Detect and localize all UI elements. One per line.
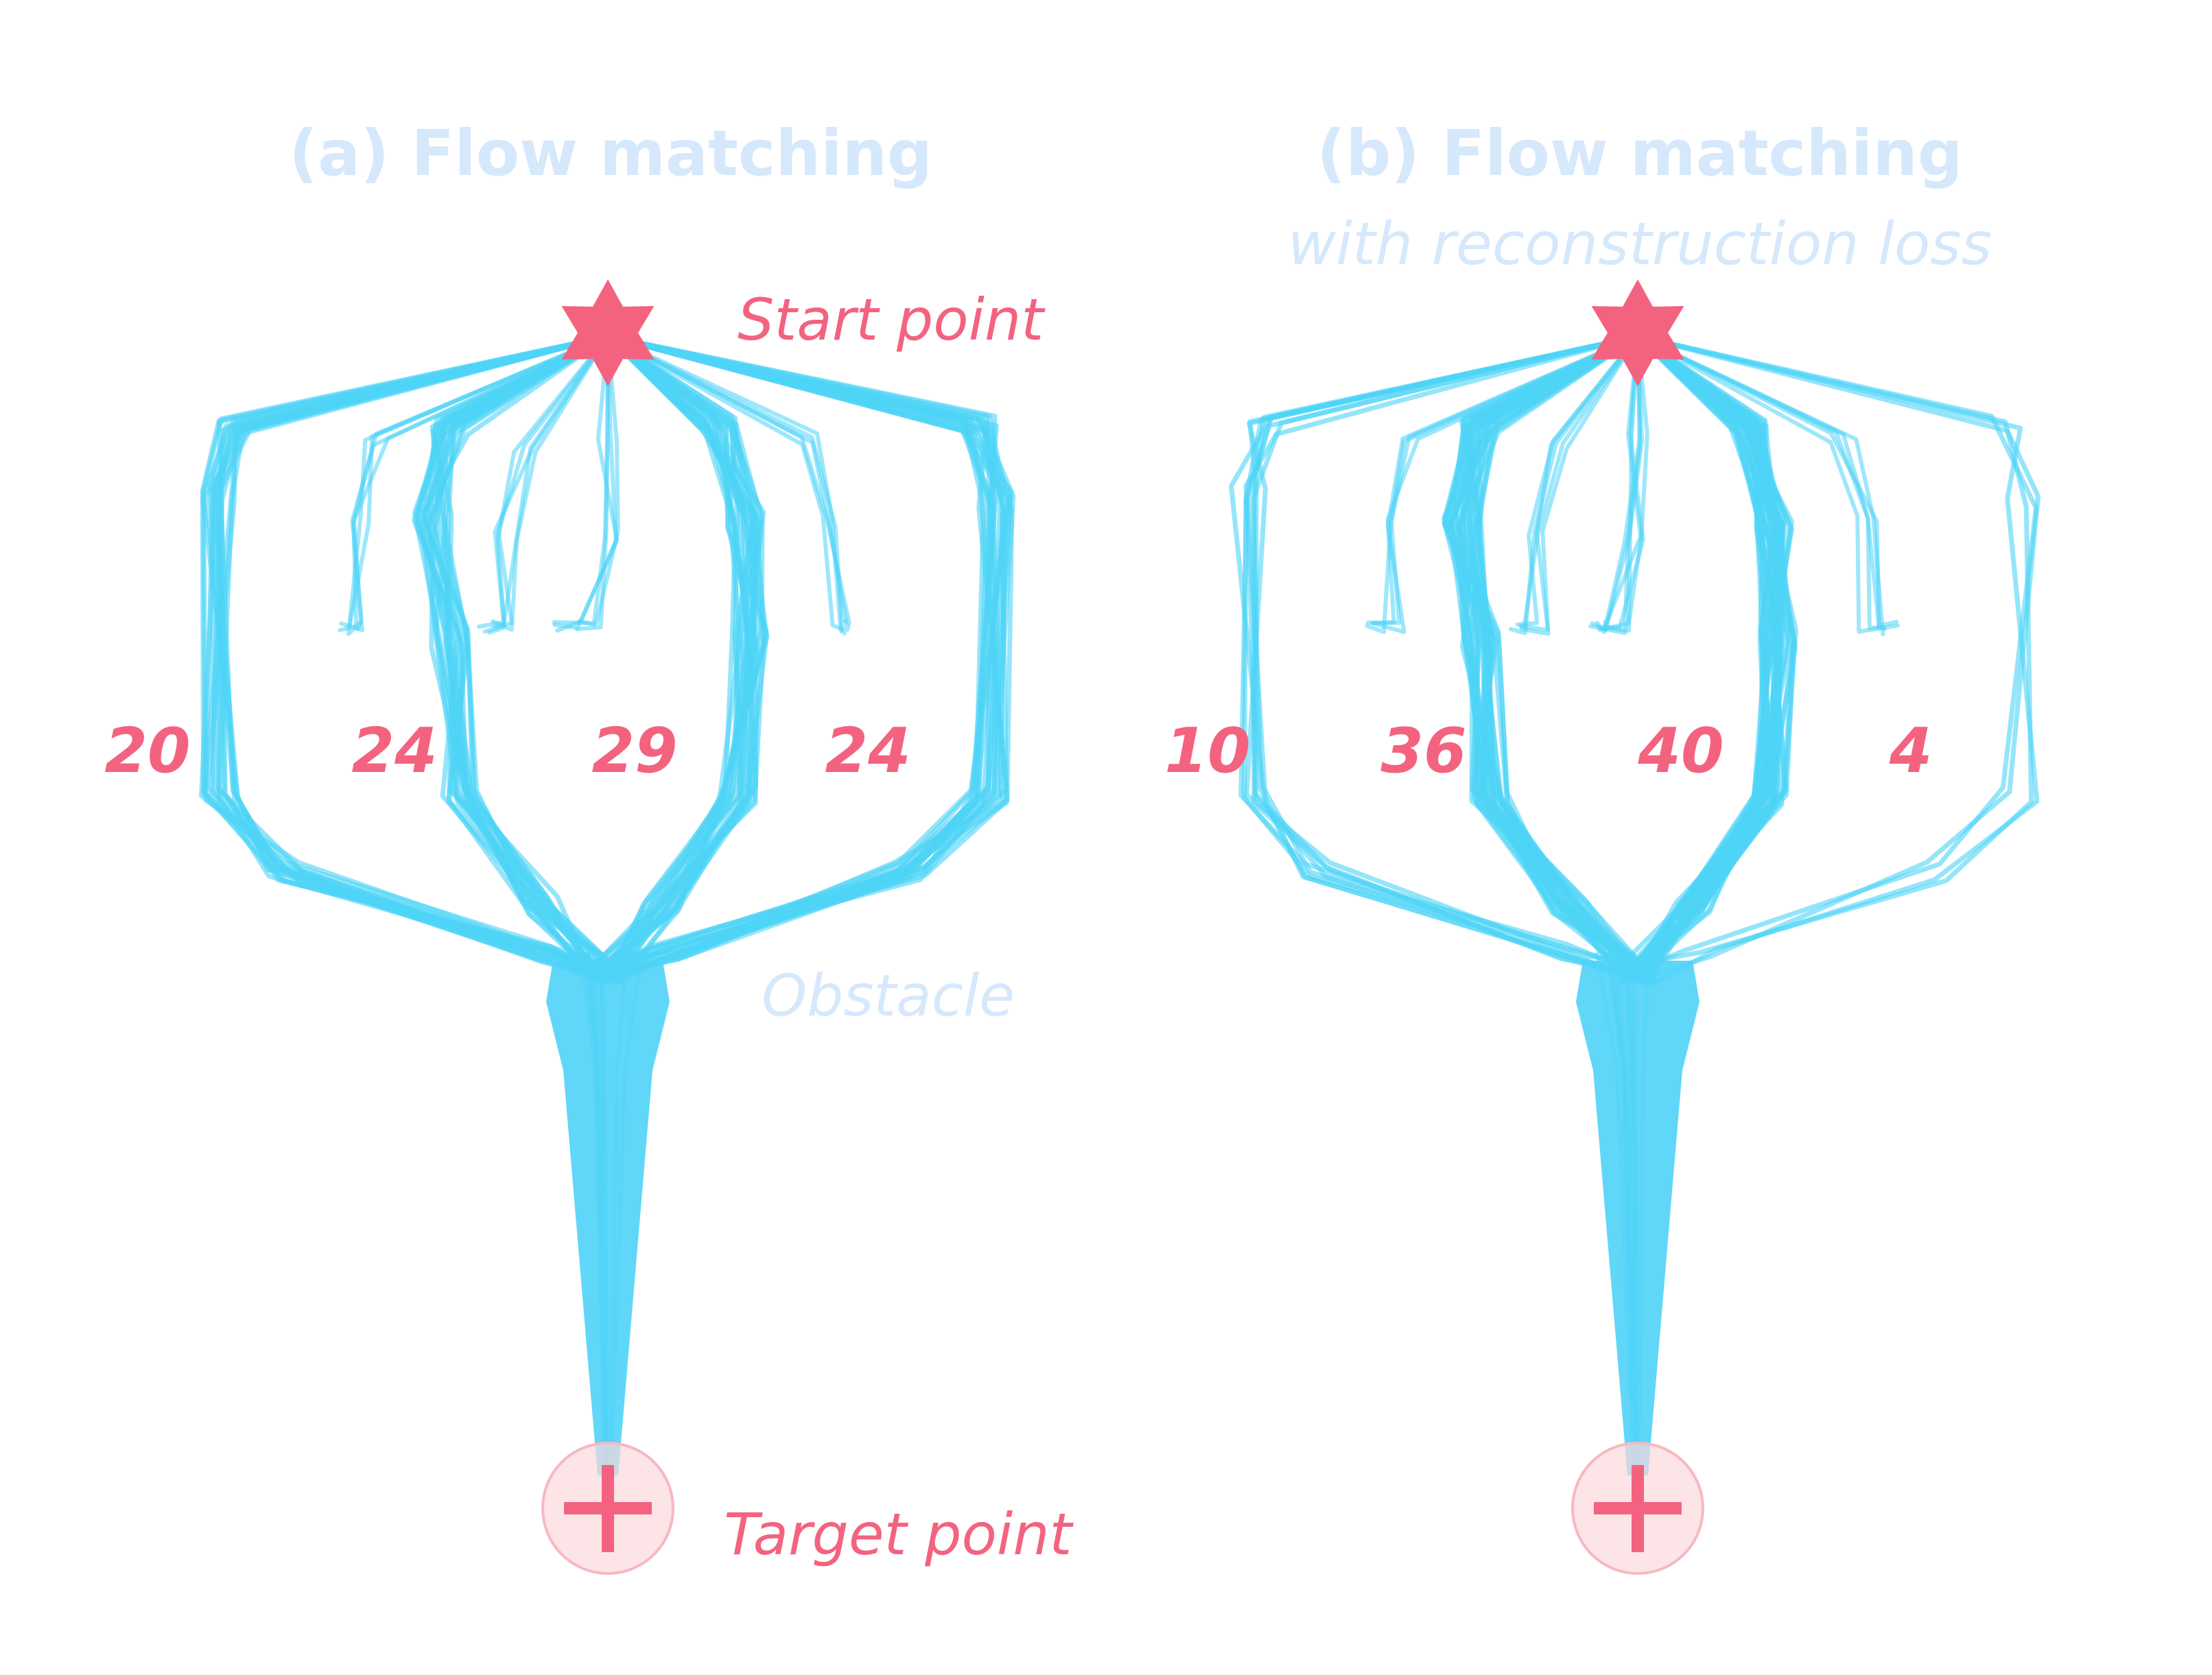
panel-a-funnel	[546, 961, 670, 1475]
panel-b-stub-1-3	[1519, 334, 1640, 629]
panel-a-start-label: Start point	[738, 286, 1046, 353]
panel-b-subtitle: with reconstruction loss	[1288, 210, 1992, 279]
panel-b-route-3-1	[1634, 333, 2041, 983]
panel-b-stub-1-0	[1518, 334, 1640, 632]
panel-a-route-0-0	[216, 333, 622, 985]
panel-a-route-0-8	[209, 333, 622, 981]
panel-b-route-3-3	[1635, 333, 2040, 986]
star-icon	[1591, 279, 1684, 386]
panel-a-route-2-24	[605, 333, 762, 983]
panel-b-count-2: 36	[1380, 715, 1466, 787]
panel-b-stub-2-5	[1602, 334, 1645, 630]
panel-a-obstacle-label: Obstacle	[762, 962, 1015, 1029]
panel-a-stub-1-4	[491, 334, 610, 632]
panel-b-title: (b) Flow matching	[1317, 117, 1962, 190]
panel-b-count-1: 10	[1164, 715, 1250, 787]
panel-a-route-0-17	[201, 333, 611, 977]
panel-a-stub-3-4	[606, 334, 847, 635]
panel-a-route-2-23	[591, 333, 769, 972]
panel-a-funnel-line-8	[591, 952, 609, 1477]
panel-a: (a) Flow matching Start point Target poi…	[104, 117, 1074, 1575]
panel-b-funnel-line-9	[1595, 952, 1636, 1477]
panel-b-stub-2-6	[1595, 334, 1642, 635]
panel-a-stub-0-1	[338, 334, 610, 633]
panel-a-title: (a) Flow matching	[289, 117, 932, 190]
panel-b-route-3-0	[1623, 333, 2034, 969]
panel-a-route-1-21	[419, 333, 613, 980]
panel-a-count-3: 29	[591, 715, 677, 787]
panel-a-stub-3-2	[606, 334, 851, 632]
panel-a-stub-2-1	[574, 334, 610, 631]
panel-a-stub-2-4	[552, 334, 620, 630]
plus-icon	[1594, 1465, 1682, 1552]
panel-a-route-2-20	[600, 333, 757, 970]
panel-a-route-0-15	[217, 333, 617, 981]
star-icon	[561, 279, 655, 386]
panel-b-stub-3-4	[1636, 334, 1885, 637]
panel-a-count-1: 20	[104, 715, 190, 787]
panel-b-route-0-8	[1244, 333, 1647, 985]
panel-b-stub-0-2	[1370, 334, 1640, 626]
panel-a-target-label: Target point	[724, 1501, 1074, 1568]
panel-b-route-2-33	[1619, 333, 1785, 983]
panel-a-stub-0-4	[351, 334, 610, 628]
panel-b-stub-0-1	[1371, 334, 1640, 635]
panel-b-funnel-line-4	[1636, 952, 1651, 1477]
panel-a-stub-0-3	[339, 334, 610, 633]
panel-a-count-4: 24	[825, 715, 910, 787]
panel-b-route-1-31	[1460, 333, 1640, 985]
panel-a-route-3-21	[600, 333, 998, 977]
panel-a-route-3-16	[605, 333, 1009, 969]
panel-b-route-3-2	[1634, 333, 2039, 972]
panel-b-stub-3-2	[1636, 334, 1900, 634]
panel-b-route-2-35	[1635, 333, 1768, 972]
panel-b-trajectories	[1229, 333, 2041, 1477]
panel-b-route-1-29	[1467, 333, 1658, 983]
panel-b-funnel-line-6	[1627, 952, 1639, 1477]
panel-a-trajectories	[199, 333, 1016, 1477]
panel-b-funnel-line-8	[1606, 952, 1637, 1477]
panel-b-count-3: 40	[1637, 715, 1723, 787]
panel-a-route-3-20	[605, 333, 1005, 975]
panel-a-funnel-line-3	[609, 952, 644, 1477]
panel-a-stub-2-3	[552, 334, 620, 626]
panel-b-stub-1-4	[1508, 334, 1640, 635]
panel-b-count-4: 4	[1889, 715, 1933, 787]
panel-a-route-2-25	[600, 333, 766, 983]
panel-a-funnel-line-5	[607, 952, 629, 1477]
panel-b: (b) Flow matching with reconstruction lo…	[1164, 117, 2041, 1575]
panel-b-stub-0-0	[1365, 334, 1640, 635]
panel-a-stub-3-3	[606, 334, 845, 631]
panel-a-target-marker	[541, 1442, 674, 1575]
panel-b-stub-0-3	[1365, 334, 1640, 625]
panel-a-route-1-20	[416, 333, 611, 975]
panel-a-stub-0-2	[346, 334, 610, 636]
panel-b-target-marker	[1571, 1442, 1704, 1575]
plus-icon	[564, 1465, 652, 1552]
panel-b-route-0-0	[1251, 333, 1656, 984]
panel-a-route-0-10	[215, 333, 620, 985]
panel-a-funnel-line-9	[580, 952, 608, 1477]
panel-a-count-2: 24	[351, 715, 437, 787]
panel-a-route-0-1	[215, 333, 620, 983]
panel-b-route-0-2	[1250, 333, 1653, 983]
